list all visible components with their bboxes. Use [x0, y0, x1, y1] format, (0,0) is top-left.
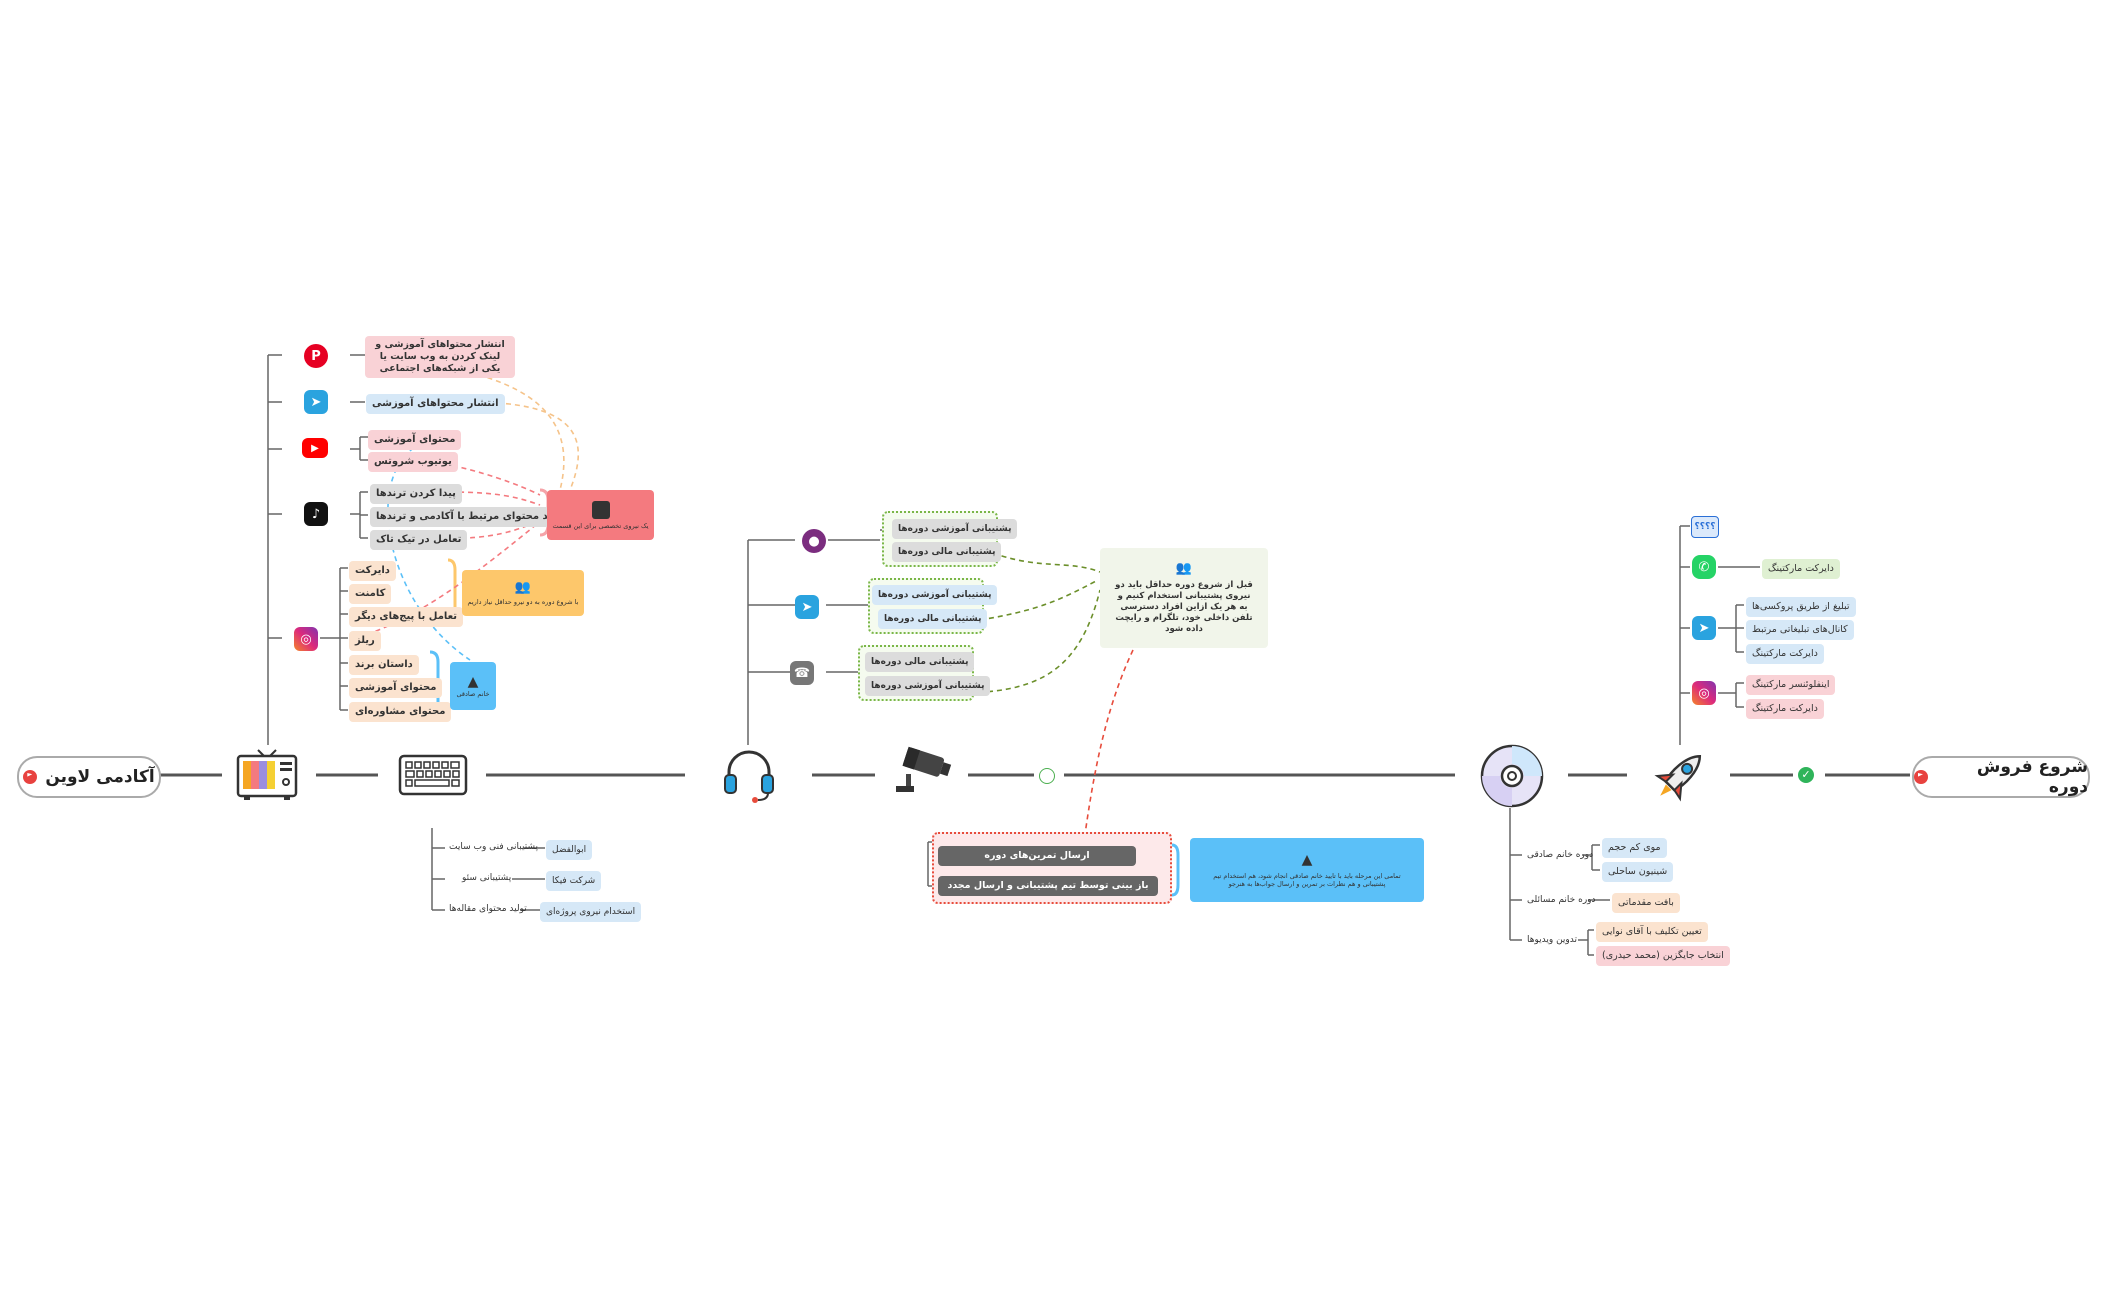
- exercise-item: باز بینی توسط تیم پشتیبانی و ارسال مجدد: [938, 876, 1158, 896]
- keyboard-icon[interactable]: [398, 754, 468, 796]
- sales-item: دایرکت مارکتینگ: [1762, 559, 1840, 579]
- sales-item: دایرکت مارکتینگ: [1746, 644, 1824, 664]
- production-label: تدوین ویدیوها: [1527, 935, 1578, 945]
- web-assignee: استخدام نیروی پروژه‌ای: [540, 902, 642, 922]
- sales-item: اینفلوئنسر مارکتینگ: [1746, 675, 1836, 695]
- support-note: 👥 قبل از شروع دوره حداقل باید دو نیروی پ…: [1100, 548, 1268, 648]
- compact-disc-icon[interactable]: [1480, 744, 1544, 808]
- whatsapp-icon[interactable]: ✆: [1692, 555, 1716, 579]
- instagram-icon[interactable]: ◎: [1692, 681, 1716, 705]
- end-node[interactable]: شروع فروش دوره: [1912, 756, 2090, 798]
- instagram-item: داستان برند: [349, 655, 419, 675]
- production-item: انتخاب جایگزین (محمد حیدری): [1596, 946, 1730, 966]
- sales-item: تبلیغ از طریق پروکسی‌ها: [1746, 597, 1856, 617]
- instagram-item: محتوای آموزشی: [349, 678, 443, 698]
- headset-icon[interactable]: [722, 748, 776, 804]
- exercise-note-text: تمامی این مرحله باید با تایید خانم صادقی…: [1213, 872, 1401, 888]
- rocket-icon[interactable]: [1650, 746, 1710, 806]
- production-label: دوره خانم مسائلی: [1527, 895, 1596, 905]
- khanum-box: ▲ خانم صادقی: [450, 662, 496, 710]
- chat-bubble-icon[interactable]: ●: [802, 529, 826, 553]
- youtube-icon[interactable]: ▶: [302, 438, 328, 458]
- tiktok-item: پیدا کردن ترندها: [370, 484, 462, 504]
- production-item: تعیین تکلیف با آقای نوایی: [1596, 922, 1708, 942]
- team-box: 👥 با شروع دوره به دو نیرو حداقل نیاز دار…: [462, 570, 584, 616]
- telegram-icon[interactable]: ➤: [795, 595, 819, 619]
- telegram-icon[interactable]: ➤: [1692, 616, 1716, 640]
- check-marker-icon: ✓: [1798, 767, 1814, 783]
- flag-icon: [23, 770, 38, 784]
- instagram-item: محتوای مشاوره‌ای: [349, 702, 452, 722]
- web-assignee: ابوالفضل: [546, 840, 593, 860]
- khanum-label: خانم صادقی: [456, 690, 490, 698]
- web-task: تولید محتوای مقاله‌ها: [449, 904, 527, 914]
- unknown-badge: ؟؟؟؟: [1691, 516, 1719, 538]
- support-item: پشتیبانی مالی دوره‌ها: [865, 652, 975, 672]
- instagram-item: دایرکت: [349, 561, 396, 581]
- sales-item: دایرکت مارکتینگ: [1746, 699, 1824, 719]
- graduation-cap-icon: ▲: [467, 674, 479, 690]
- sales-item: کانال‌های تبلیغاتی مرتبط: [1746, 620, 1854, 640]
- tv-icon[interactable]: [236, 748, 298, 802]
- phone-icon[interactable]: ☎: [790, 661, 814, 685]
- support-item: پشتیبانی آموزشی دوره‌ها: [865, 676, 991, 696]
- graduation-cap-icon: ▲: [1301, 852, 1313, 868]
- start-node-label: آکادمی لاوین: [45, 767, 155, 787]
- specialist-label: یک نیروی تخصصی برای این قسمت: [552, 521, 649, 530]
- instagram-icon[interactable]: ◎: [294, 627, 318, 651]
- tiktok-item: تعامل در تیک تاک: [370, 530, 468, 550]
- support-item: پشتیبانی آموزشی دوره‌ها: [892, 519, 1018, 539]
- exercise-item: ارسال تمرین‌های دوره: [938, 846, 1136, 866]
- youtube-item: یوتیوب شروتس: [368, 452, 458, 472]
- instagram-item: کامنت: [349, 584, 392, 604]
- team-icon: 👥: [514, 580, 532, 595]
- exercise-note: ▲ تمامی این مرحله باید با تایید خانم صاد…: [1190, 838, 1424, 902]
- pinterest-icon[interactable]: P: [304, 344, 328, 368]
- team-icon: 👥: [1175, 561, 1193, 576]
- camera-icon: [591, 500, 610, 519]
- telegram-note: انتشار محتواهای آموزشی: [366, 394, 505, 414]
- instagram-item: تعامل با پیج‌های دیگر: [349, 607, 464, 627]
- flag-icon: [1914, 770, 1928, 784]
- support-note-text: قبل از شروع دوره حداقل باید دو نیروی پشت…: [1115, 580, 1253, 634]
- web-task: پشتیبانی فنی وب سایت: [449, 842, 538, 852]
- start-node[interactable]: آکادمی لاوین: [17, 756, 161, 798]
- web-task: پشتیبانی سئو: [462, 873, 512, 883]
- tiktok-icon[interactable]: ♪: [304, 502, 328, 526]
- production-item: بافت مقدماتی: [1612, 893, 1680, 913]
- pin-marker-icon: [1039, 768, 1055, 784]
- team-label: با شروع دوره به دو نیرو حداقل نیاز داریم: [467, 598, 579, 606]
- support-item: پشتیبانی آموزشی دوره‌ها: [872, 585, 998, 605]
- production-item: موی کم حجم: [1602, 838, 1667, 858]
- telegram-icon[interactable]: ➤: [304, 390, 328, 414]
- pinterest-note: انتشار محتواهای آموزشی و لینک کردن به وب…: [365, 336, 515, 378]
- web-assignee: شرکت فیکا: [546, 871, 602, 891]
- youtube-item: محتوای آموزشی: [368, 430, 462, 450]
- production-label: دوره خانم صادقی: [1527, 850, 1594, 860]
- instagram-item: ریلز: [349, 631, 381, 651]
- support-item: پشتیبانی مالی دوره‌ها: [892, 542, 1002, 562]
- end-node-label: شروع فروش دوره: [1976, 757, 2088, 797]
- tiktok-item: تولید محتوای مرتبط با آکادمی و ترندها: [370, 507, 573, 527]
- production-item: شینیون ساحلی: [1602, 862, 1674, 882]
- camera-icon[interactable]: [892, 744, 954, 798]
- support-item: پشتیبانی مالی دوره‌ها: [878, 609, 988, 629]
- specialist-box: یک نیروی تخصصی برای این قسمت: [547, 490, 654, 540]
